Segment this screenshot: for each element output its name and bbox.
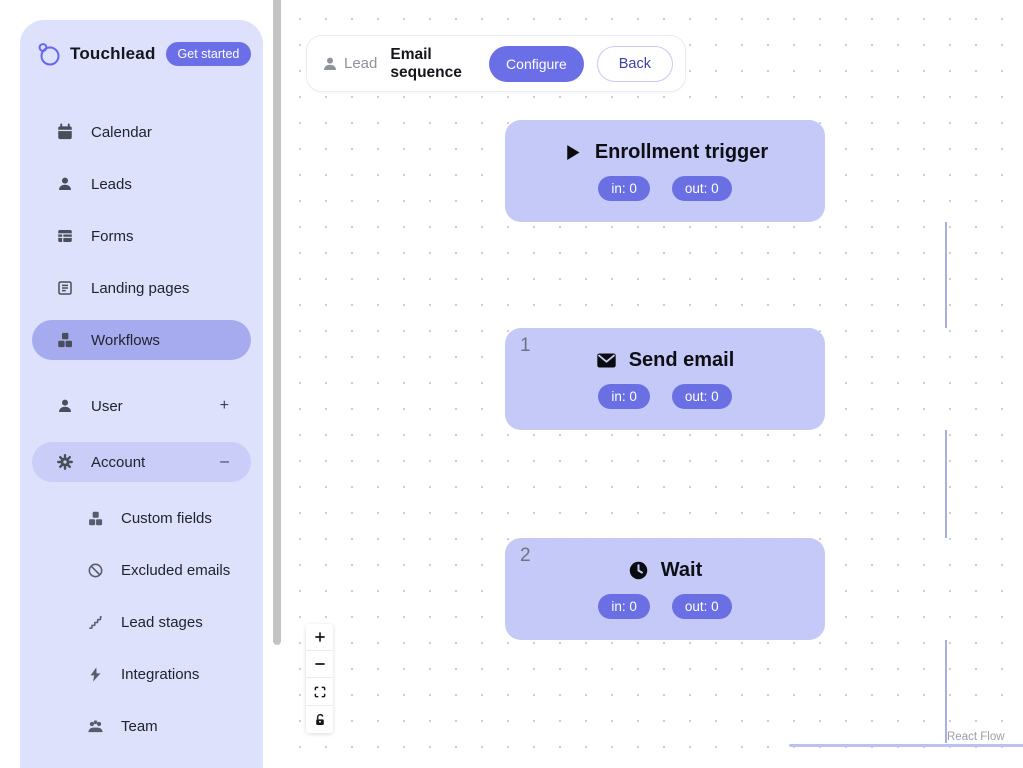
cubes-icon	[56, 331, 74, 349]
sidebar-item[interactable]: Landing pages	[32, 268, 251, 308]
in-count-badge: in: 0	[598, 176, 650, 201]
sidebar-subitem[interactable]: Team	[32, 706, 251, 746]
team-icon	[87, 718, 104, 735]
node-header: Enrollment trigger	[562, 141, 768, 164]
zoom-in-icon	[313, 630, 327, 644]
envelope-icon	[596, 350, 617, 371]
workflow-toolbar: Lead Email sequence Configure Back	[306, 35, 686, 92]
sidebar-subnav: Custom fields Excluded emails Lead stage…	[32, 498, 251, 746]
configure-button[interactable]: Configure	[489, 45, 584, 82]
edge-next-node-top	[789, 744, 1023, 747]
sidebar: Touchlead Get started Calendar Leads For…	[20, 20, 263, 768]
sidebar-item[interactable]: Forms	[32, 216, 251, 256]
section-toggle[interactable]: +	[219, 397, 229, 414]
sidebar-item-label: Workflows	[91, 331, 160, 349]
sidebar-item-label: Leads	[91, 175, 132, 193]
sidebar-section-label: Account	[91, 453, 146, 471]
sidebar-subitem[interactable]: Integrations	[32, 654, 251, 694]
canvas-control-button[interactable]	[306, 651, 333, 678]
ban-icon	[87, 562, 104, 579]
node-index: 1	[520, 335, 531, 356]
node-io-pills: in: 0 out: 0	[598, 384, 732, 409]
get-started-badge[interactable]: Get started	[165, 42, 252, 66]
sidebar-subitem[interactable]: Lead stages	[32, 602, 251, 642]
edge-trigger-to-send-email	[945, 222, 947, 328]
workflow-title: Email sequence	[390, 45, 462, 81]
out-count-badge: out: 0	[671, 176, 732, 201]
news-icon	[56, 279, 74, 297]
sidebar-item[interactable]: Workflows	[32, 320, 251, 360]
node-io-pills: in: 0 out: 0	[598, 594, 732, 619]
sidebar-item-label: Forms	[91, 227, 134, 245]
sidebar-section-label: User	[91, 397, 123, 415]
fit-view-icon	[313, 685, 327, 699]
clock-icon	[628, 560, 649, 581]
person-icon	[56, 175, 74, 193]
workflow-node[interactable]: 2 Wait in: 0 out: 0	[505, 538, 825, 640]
node-title: Wait	[660, 559, 703, 581]
table-icon	[56, 227, 74, 245]
entity-chip: Lead	[321, 55, 377, 73]
logo-row: Touchlead Get started	[32, 38, 252, 70]
section-toggle[interactable]: –	[220, 453, 229, 470]
canvas-control-button[interactable]	[306, 679, 333, 706]
in-count-badge: in: 0	[598, 384, 650, 409]
edge-send-email-to-wait	[945, 430, 947, 538]
person-icon	[321, 55, 339, 73]
sidebar-subitem[interactable]: Excluded emails	[32, 550, 251, 590]
canvas-control-button[interactable]	[306, 624, 333, 651]
entity-label: Lead	[344, 55, 378, 72]
node-title: Send email	[628, 349, 735, 371]
node-index: 2	[520, 545, 531, 566]
sidebar-item[interactable]: Leads	[32, 164, 251, 204]
node-io-pills: in: 0 out: 0	[598, 176, 732, 201]
back-button[interactable]: Back	[596, 45, 673, 82]
sidebar-item[interactable]: Calendar	[32, 112, 251, 152]
react-flow-attribution: React Flow	[947, 731, 1005, 743]
logo-icon	[36, 41, 62, 67]
play-icon	[562, 142, 583, 163]
node-header: Send email	[596, 349, 735, 372]
cubes-icon	[87, 510, 104, 527]
node-title: Enrollment trigger	[594, 141, 769, 163]
zoom-out-icon	[313, 657, 327, 671]
stairs-icon	[87, 614, 104, 631]
sidebar-scrollbar-thumb[interactable]	[273, 0, 281, 645]
canvas-controls	[306, 624, 333, 733]
sidebar-item-label: Calendar	[91, 123, 152, 141]
canvas-control-button[interactable]	[306, 706, 333, 733]
calendar-icon	[56, 123, 74, 141]
out-count-badge: out: 0	[671, 384, 732, 409]
workflow-node[interactable]: 1 Send email in: 0 out: 0	[505, 328, 825, 430]
sidebar-section[interactable]: User +	[32, 386, 251, 426]
in-count-badge: in: 0	[598, 594, 650, 619]
bolt-icon	[87, 666, 104, 683]
sidebar-subitem-label: Lead stages	[121, 613, 203, 631]
edge-wait-to-next	[945, 640, 947, 743]
sidebar-subitem-label: Team	[121, 717, 158, 735]
sidebar-nav: Calendar Leads Forms Landing pages	[32, 112, 251, 360]
sidebar-subitem-label: Excluded emails	[121, 561, 231, 579]
sidebar-sections: User + Account –	[32, 386, 251, 482]
sidebar-subitem-label: Custom fields	[121, 509, 212, 527]
sidebar-subitem[interactable]: Custom fields	[32, 498, 251, 538]
out-count-badge: out: 0	[671, 594, 732, 619]
person-icon	[56, 397, 74, 415]
gear-icon	[56, 453, 74, 471]
sidebar-subitem-label: Integrations	[121, 665, 200, 683]
workflow-node[interactable]: Enrollment trigger in: 0 out: 0	[505, 120, 825, 222]
sidebar-section[interactable]: Account –	[32, 442, 251, 482]
unlock-icon	[313, 713, 327, 727]
sidebar-item-label: Landing pages	[91, 279, 190, 297]
node-header: Wait	[628, 559, 702, 582]
app-name: Touchlead	[70, 44, 156, 63]
